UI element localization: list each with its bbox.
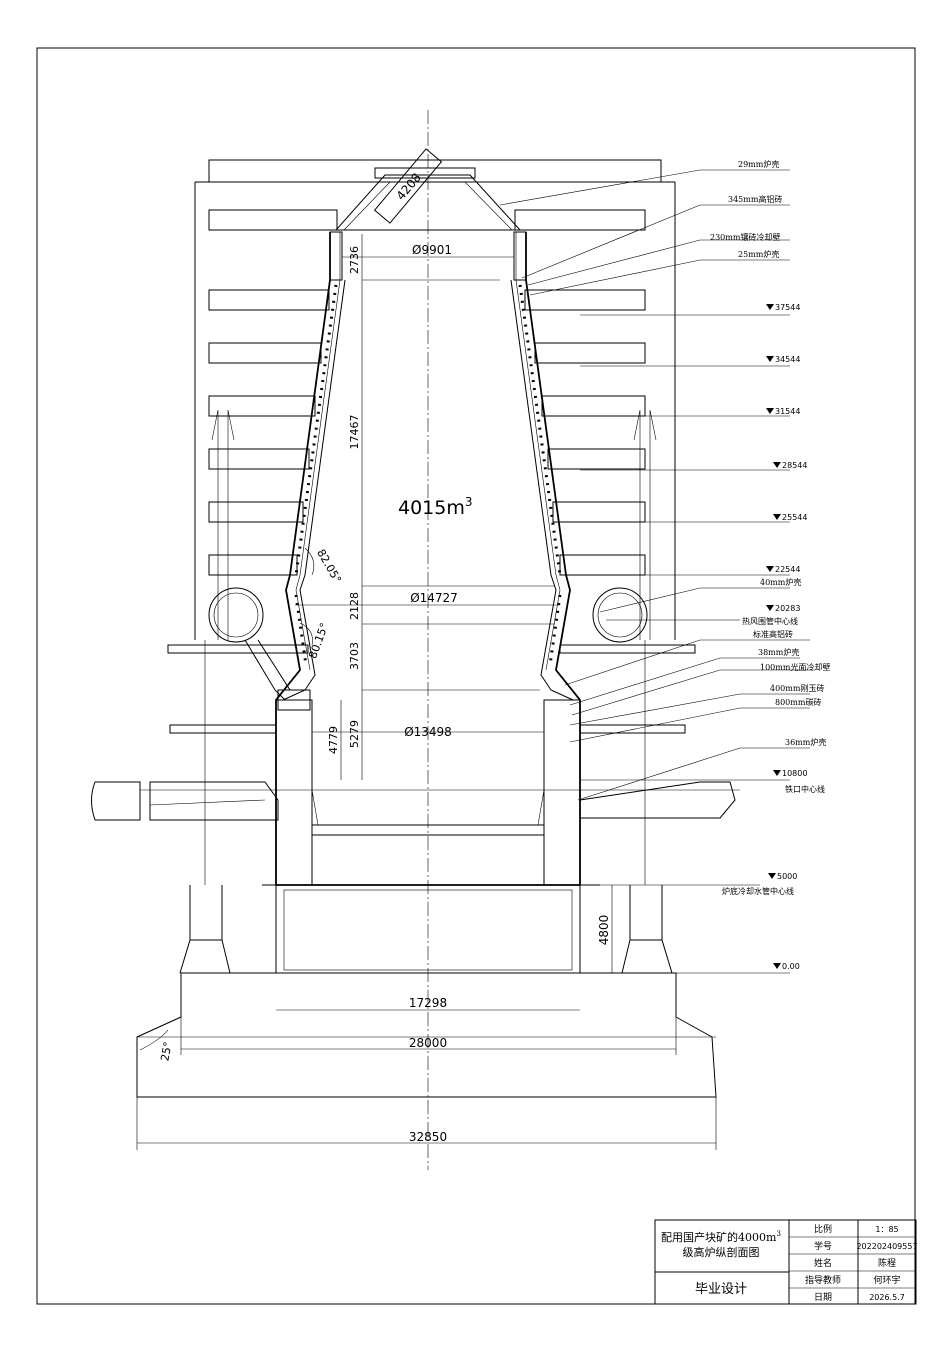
label-alumina-brick: 345mm高铝砖 xyxy=(728,194,782,204)
row-label-scale: 比例 xyxy=(814,1223,832,1235)
total-width: 32850 xyxy=(409,1130,447,1144)
elevation-markers xyxy=(766,304,781,969)
elev-5000: 5000 xyxy=(777,872,797,881)
elev-25544: 25544 xyxy=(782,513,807,522)
elev-20283: 20283 xyxy=(775,604,800,613)
row-value-student-id: 202202409557 xyxy=(856,1242,917,1251)
elev-22544: 22544 xyxy=(775,565,800,574)
shaft-angle: 82.05° xyxy=(314,547,344,586)
row-label-advisor: 指导教师 xyxy=(805,1274,841,1286)
top-structure xyxy=(194,159,676,640)
label-shell-25: 25mm炉壳 xyxy=(738,249,779,259)
title-line2: 级高炉纵剖面图 xyxy=(683,1245,760,1259)
bosh-angle: 80.15° xyxy=(306,621,331,660)
label-corundum-brick: 400mm刚玉砖 xyxy=(770,683,824,693)
label-bustle-pipe: 热风围管中心线 xyxy=(742,616,798,626)
label-taphole-line: 铁口中心线 xyxy=(785,784,825,794)
elev-28544: 28544 xyxy=(782,461,807,470)
row-label-date: 日期 xyxy=(814,1292,832,1303)
label-shell-38: 38mm炉壳 xyxy=(758,647,799,657)
label-carbon-brick: 800mm碳砖 xyxy=(775,697,821,707)
cast-house xyxy=(91,781,740,821)
elev-37544: 37544 xyxy=(775,303,800,312)
foundation xyxy=(136,640,717,1150)
hearth-diameter: Ø13498 xyxy=(404,725,452,739)
row-label-name: 姓名 xyxy=(814,1257,832,1269)
throat-height: 2736 xyxy=(348,246,361,274)
label-std-brick: 标准高铝砖 xyxy=(753,629,793,639)
taphole-height: 4779 xyxy=(327,726,340,754)
row-label-student-id: 学号 xyxy=(814,1240,832,1252)
waist-diameter: Ø14727 xyxy=(410,591,458,605)
title-block xyxy=(654,1219,917,1305)
elev-34544: 34544 xyxy=(775,355,800,364)
row-value-date: 2026.5.7 xyxy=(869,1293,905,1302)
drawing-frame xyxy=(36,47,916,1305)
label-stave-100: 100mm光面冷却壁 xyxy=(760,662,830,672)
leader-lines xyxy=(499,169,815,974)
elev-10800: 10800 xyxy=(782,769,807,778)
bosh-height: 3703 xyxy=(348,642,361,670)
label-bottom-cooling: 炉底冷却水管中心线 xyxy=(722,886,794,896)
footing-angle: 25° xyxy=(158,1041,174,1062)
hearth-height: 5279 xyxy=(348,720,361,748)
row-value-scale: 1：85 xyxy=(875,1225,898,1234)
furnace-volume: 4015m3 xyxy=(398,495,473,519)
label-shell-40: 40mm炉壳 xyxy=(760,577,801,587)
throat-diameter: Ø9901 xyxy=(412,243,452,257)
elev-0: 0.00 xyxy=(782,962,800,971)
foundation-height: 4800 xyxy=(597,915,611,946)
foundation-width: 28000 xyxy=(409,1036,447,1050)
shaft-height: 17467 xyxy=(348,415,361,450)
waist-height: 2128 xyxy=(348,592,361,620)
label-shell-36: 36mm炉壳 xyxy=(785,737,826,747)
label-stave-230: 230mm镶砖冷却壁 xyxy=(710,232,780,242)
elev-31544: 31544 xyxy=(775,407,800,416)
dimension-lines xyxy=(137,234,716,1144)
row-value-advisor: 何环宇 xyxy=(873,1274,900,1286)
label-shell-29: 29mm炉壳 xyxy=(738,159,779,169)
title-line1: 配用国产块矿的4000m3 xyxy=(661,1230,781,1244)
hot-blast-main xyxy=(167,587,696,734)
row-value-name: 陈程 xyxy=(878,1257,896,1269)
base-width: 17298 xyxy=(409,996,447,1010)
project-label: 毕业设计 xyxy=(695,1282,747,1297)
